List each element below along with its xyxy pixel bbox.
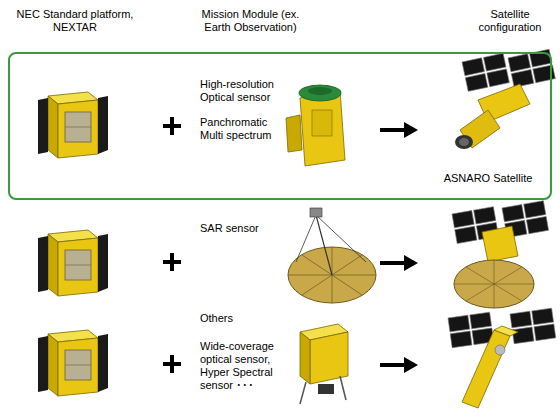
column-header: Mission Module (ex. Earth Observation) xyxy=(188,8,313,34)
group-frame: High-resolution Optical sensorPanchromat… xyxy=(8,52,552,200)
plus-symbol xyxy=(163,253,181,271)
wide-sensor-satellite-illustration xyxy=(448,308,556,408)
optical-module-illustration xyxy=(286,85,345,166)
node-text: High-resolution Optical sensor xyxy=(200,78,295,104)
result-arrow xyxy=(380,255,418,271)
column-header: Satellite configuration xyxy=(465,8,555,34)
sar-antenna-illustration xyxy=(288,208,376,303)
plus-symbol xyxy=(163,355,181,373)
platform-illustration xyxy=(38,92,108,158)
sar-satellite-illustration xyxy=(452,201,549,308)
node-text: ASNARO Satellite xyxy=(438,172,538,185)
sensor-label: Others xyxy=(200,312,295,325)
asnaro-satellite-illustration xyxy=(455,49,555,149)
sensor-label: SAR sensor xyxy=(200,222,295,235)
wide-sensor-module-illustration xyxy=(300,324,348,404)
result-arrow xyxy=(380,357,418,373)
column-header: NEC Standard platform, NEXTAR xyxy=(10,8,140,34)
sensor-label: Wide-coverage optical sensor, Hyper Spec… xyxy=(200,340,295,392)
result-arrow xyxy=(380,122,418,138)
platform-illustration xyxy=(38,330,108,396)
plus-symbol xyxy=(163,117,181,135)
platform-illustration xyxy=(38,230,108,296)
node-text: Panchromatic Multi spectrum xyxy=(200,116,290,142)
